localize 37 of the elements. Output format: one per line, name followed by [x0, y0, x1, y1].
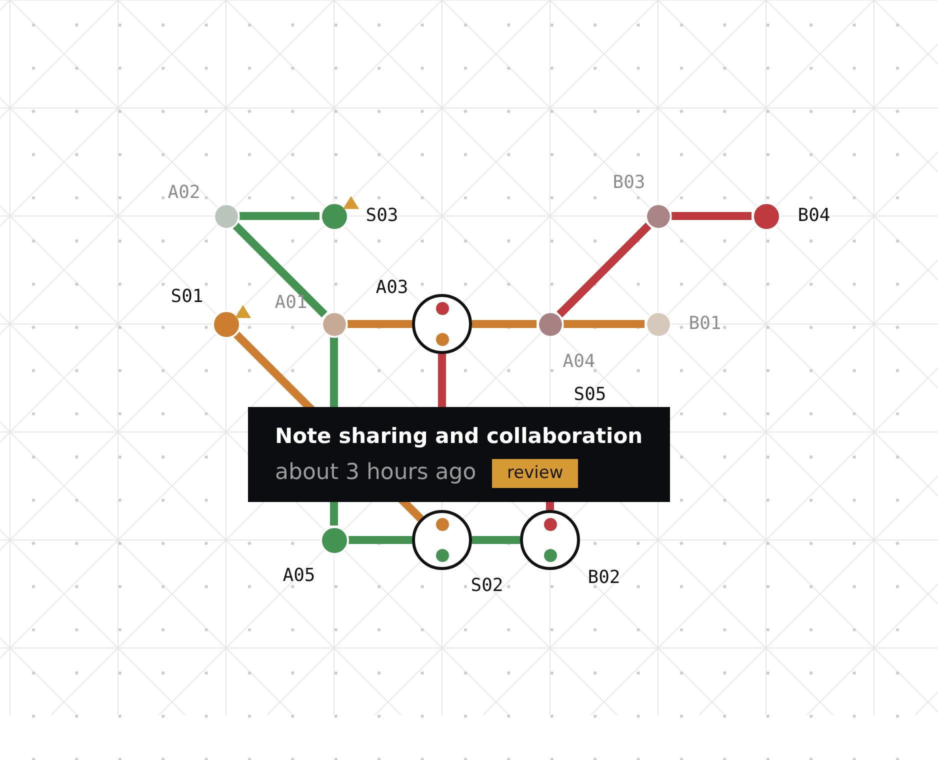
station-marker [320, 526, 348, 554]
station-label: S05 [574, 385, 606, 405]
station-marker [212, 202, 240, 230]
route-line [672, 212, 752, 220]
station-label: S02 [470, 576, 504, 596]
station-label: B02 [588, 568, 620, 588]
route-line [564, 320, 644, 328]
interchange-marker [520, 510, 580, 570]
station-label: S01 [170, 287, 204, 307]
route-line [240, 212, 320, 220]
interchange-marker [412, 510, 472, 570]
tooltip-title: Note sharing and collaboration [275, 424, 643, 449]
station-marker [536, 310, 564, 338]
station-label: B04 [798, 206, 830, 226]
status-tag: review [492, 459, 578, 488]
route-line [348, 320, 412, 328]
station-label: B03 [612, 173, 646, 193]
route-line [348, 536, 412, 544]
route-line [472, 536, 520, 544]
station-marker [320, 202, 348, 230]
route-line [556, 222, 652, 318]
station-label: A04 [562, 352, 596, 372]
station-marker [752, 202, 780, 230]
station-label: S03 [366, 206, 398, 226]
station-label: A01 [274, 293, 308, 313]
route-line [472, 320, 536, 328]
route-line [232, 222, 328, 318]
station-marker [644, 202, 672, 230]
station-label: A03 [376, 278, 408, 298]
interchange-marker [412, 294, 472, 354]
station-marker [644, 310, 672, 338]
station-label: B01 [688, 314, 722, 334]
station-marker [212, 310, 240, 338]
timestamp-text: about 3 hours ago [275, 460, 476, 486]
station-marker [320, 310, 348, 338]
station-label: A05 [282, 566, 316, 586]
station-label: A02 [168, 183, 200, 203]
